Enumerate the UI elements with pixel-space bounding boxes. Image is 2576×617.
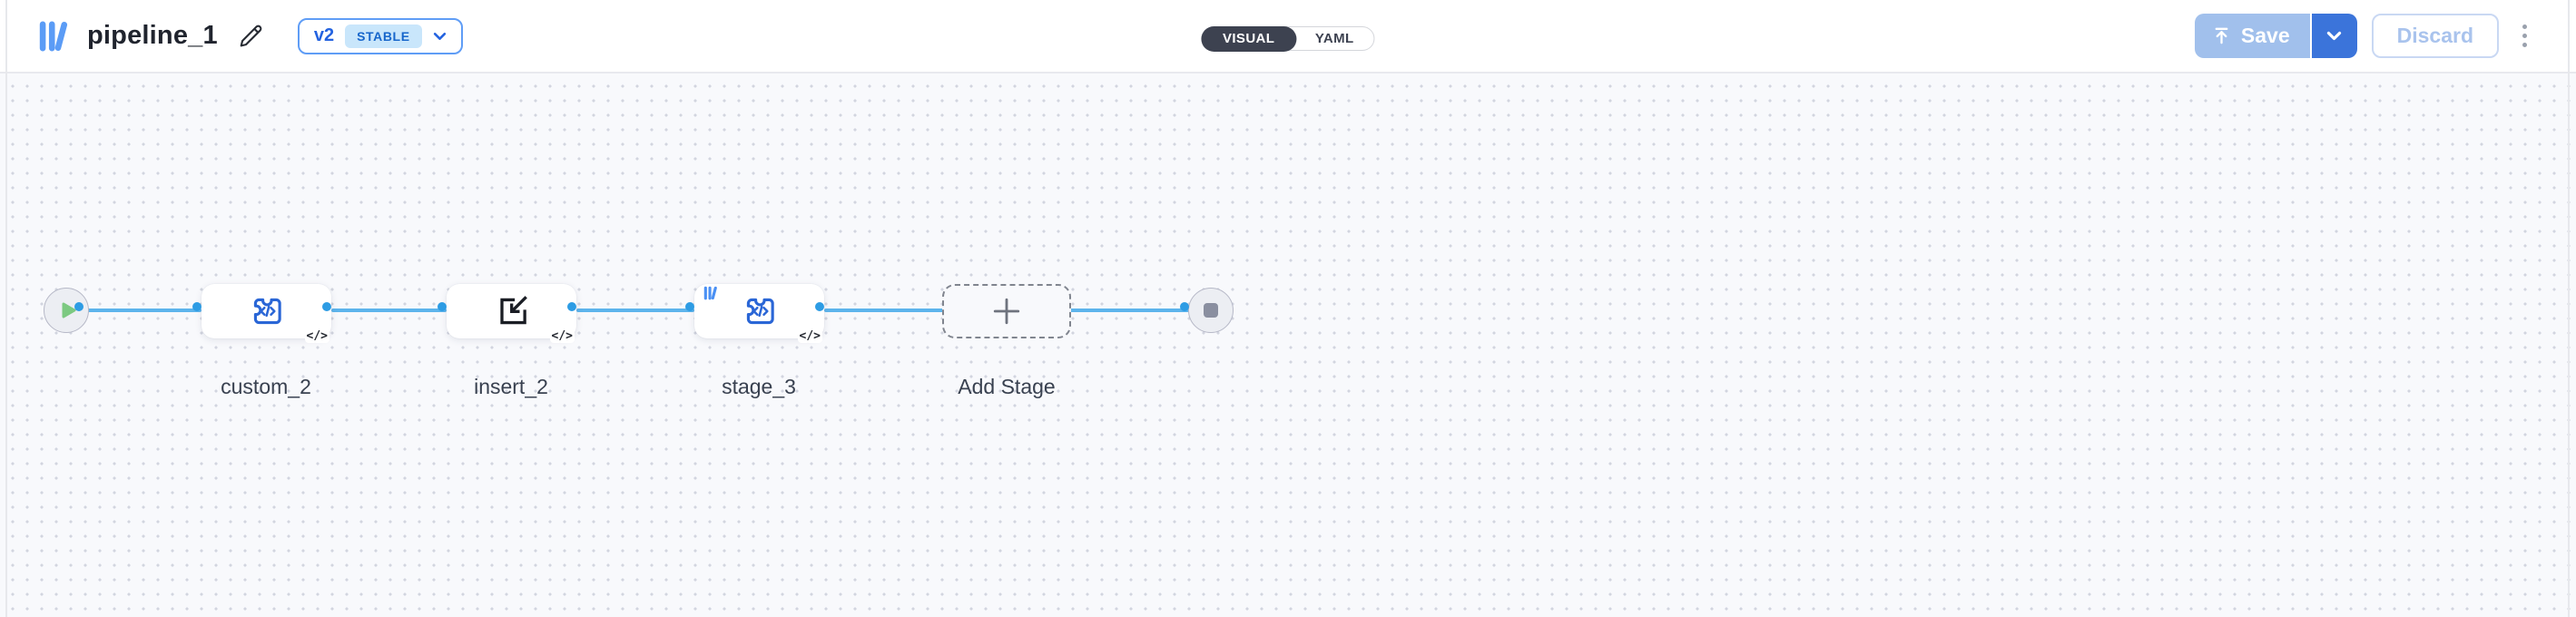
app-logo-icon	[36, 17, 71, 55]
more-options-button[interactable]	[2513, 19, 2536, 53]
add-stage-button[interactable]	[942, 284, 1071, 338]
connection-handle[interactable]	[192, 302, 202, 311]
puzzle-code-icon	[246, 291, 288, 331]
stage-label-custom_2: custom_2	[221, 375, 311, 398]
save-button[interactable]: Save	[2194, 14, 2312, 58]
stage-label-stage_3: stage_3	[722, 375, 796, 398]
left-panel-border	[5, 0, 7, 617]
stage-node-stage_3[interactable]: </>	[694, 284, 824, 343]
save-split-button: Save	[2194, 14, 2357, 58]
version-selector[interactable]: v2 STABLE	[297, 17, 463, 54]
view-mode-toggle: VISUAL YAML	[1200, 25, 1375, 52]
right-panel-border	[2568, 0, 2570, 617]
edge-custom2-insert2	[331, 308, 447, 312]
pipeline-canvas[interactable]: </> custom_2 </> insert_2	[0, 73, 2576, 617]
pencil-icon	[238, 23, 265, 50]
connection-handle[interactable]	[74, 302, 84, 311]
import-icon	[491, 291, 533, 331]
chevron-down-icon	[2326, 31, 2342, 41]
edge-start-custom2	[84, 308, 202, 312]
stage-node-custom_2[interactable]: </>	[202, 284, 331, 343]
page-title: pipeline_1	[87, 21, 218, 50]
connection-handle[interactable]	[1180, 302, 1189, 311]
stage-label-insert_2: insert_2	[474, 375, 548, 398]
connection-handle[interactable]	[438, 302, 447, 311]
library-icon	[703, 285, 718, 301]
stage-node-insert_2[interactable]: </>	[447, 284, 576, 343]
connection-handle[interactable]	[685, 302, 694, 311]
connection-handle[interactable]	[322, 302, 331, 311]
code-badge: </>	[549, 329, 575, 343]
stop-icon	[1204, 303, 1218, 318]
puzzle-code-icon	[739, 291, 781, 331]
pipeline-start-node[interactable]	[44, 288, 89, 333]
tab-yaml[interactable]: YAML	[1295, 27, 1374, 50]
kebab-dot	[2522, 24, 2527, 29]
code-badge: </>	[797, 329, 822, 343]
header-right-group: Save Discard	[2194, 0, 2536, 72]
connection-handle[interactable]	[567, 302, 576, 311]
edge-insert2-stage3	[576, 308, 694, 312]
save-button-label: Save	[2240, 24, 2290, 47]
play-icon	[57, 299, 79, 321]
plus-icon	[991, 296, 1022, 327]
code-badge: </>	[304, 329, 329, 343]
version-status-badge: STABLE	[345, 24, 422, 48]
save-options-button[interactable]	[2311, 14, 2357, 58]
chevron-down-icon	[433, 32, 447, 41]
version-label: v2	[313, 25, 335, 45]
discard-button[interactable]: Discard	[2371, 14, 2499, 58]
pipeline-end-node[interactable]	[1188, 288, 1234, 333]
kebab-dot	[2522, 43, 2527, 47]
header-left-group: pipeline_1 v2 STABLE	[36, 0, 463, 72]
upload-arrow-icon	[2211, 25, 2232, 46]
kebab-dot	[2522, 34, 2527, 38]
header: pipeline_1 v2 STABLE	[0, 0, 2576, 73]
tab-visual[interactable]: VISUAL	[1200, 25, 1297, 52]
edit-title-button[interactable]	[234, 19, 269, 54]
connection-handle[interactable]	[815, 302, 824, 311]
add-stage-label: Add Stage	[958, 375, 1056, 398]
